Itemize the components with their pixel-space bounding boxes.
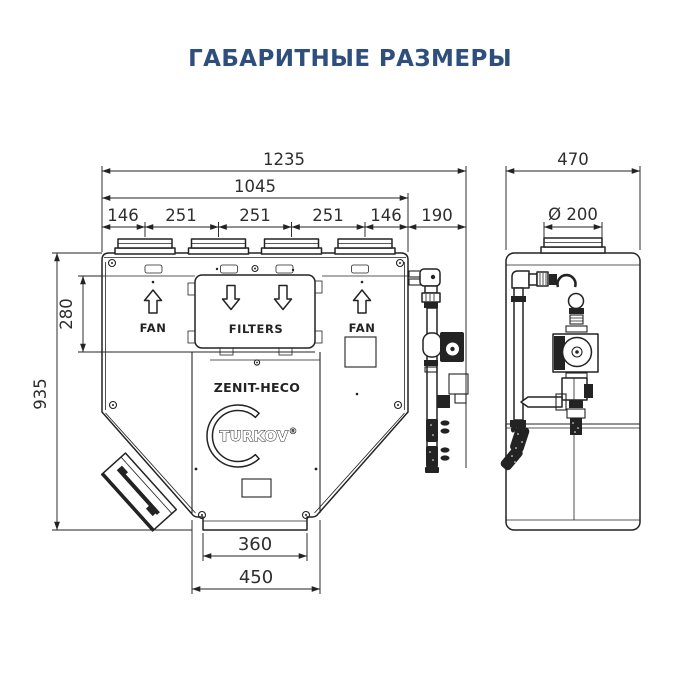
dim-duct-spacings: 146 251 251 251 146 190 xyxy=(102,206,466,230)
front-dimensions: 1235 1045 146 251 251 xyxy=(31,150,467,594)
dim-depth: 470 xyxy=(506,150,640,174)
svg-text:251: 251 xyxy=(312,206,344,225)
screws xyxy=(107,258,405,520)
down-arrow-icon xyxy=(221,284,241,311)
dim-piping-width: 190 xyxy=(421,206,453,225)
svg-text:450: 450 xyxy=(239,567,273,588)
brand-label: TURKOV xyxy=(220,429,289,445)
svg-text:Ø 200: Ø 200 xyxy=(548,205,598,224)
side-duct-flange xyxy=(540,237,606,254)
front-cabinet-outline xyxy=(101,252,409,531)
dim-body-width: 1045 xyxy=(102,177,408,201)
svg-text:251: 251 xyxy=(165,206,197,225)
svg-text:251: 251 xyxy=(239,206,271,225)
dim-total-width: 1235 xyxy=(102,150,466,174)
svg-text:146: 146 xyxy=(370,206,402,225)
filters-label: FILTERS xyxy=(229,322,284,336)
nameplate xyxy=(241,478,272,498)
svg-text:280: 280 xyxy=(57,298,76,330)
up-arrow-icon xyxy=(352,289,372,314)
dim-duct-diameter: Ø 200 xyxy=(544,205,602,230)
page-title: ГАБАРИТНЫЕ РАЗМЕРЫ xyxy=(188,46,512,72)
fan-left-label: FAN xyxy=(140,321,167,335)
logo-c-arc xyxy=(206,404,260,468)
svg-text:470: 470 xyxy=(557,150,589,169)
electrical-box xyxy=(344,336,377,368)
dim-total-height: 935 xyxy=(31,253,60,530)
hydraulic-assembly-front xyxy=(408,268,469,473)
front-view: FAN FAN FILTERS xyxy=(31,150,469,594)
svg-text:935: 935 xyxy=(31,378,50,410)
svg-text:146: 146 xyxy=(107,206,139,225)
dim-outlet-flange-width: 450 xyxy=(192,567,320,592)
turkov-logo: TURKOV ® xyxy=(206,404,298,468)
front-top-slots xyxy=(144,264,369,274)
front-duct-flanges xyxy=(114,238,396,255)
fan-right-label: FAN xyxy=(349,321,376,335)
down-arrow-icon xyxy=(273,284,293,311)
drain-spout xyxy=(100,452,178,532)
svg-text:1045: 1045 xyxy=(234,177,276,196)
svg-text:1235: 1235 xyxy=(263,150,305,169)
svg-text:360: 360 xyxy=(238,534,272,555)
hydraulic-assembly-side xyxy=(500,270,599,471)
model-label: ZENIT-HECO xyxy=(214,380,300,395)
dim-panel-height: 280 xyxy=(57,276,86,352)
fan-right-section: FAN xyxy=(349,289,376,335)
filters-section: FILTERS xyxy=(187,274,323,356)
fan-left-section: FAN xyxy=(140,289,167,335)
registered-mark: ® xyxy=(289,427,298,437)
front-cabinet-inner-lines xyxy=(102,257,408,522)
side-view: 470 Ø 200 xyxy=(500,150,641,531)
side-dimensions: 470 Ø 200 xyxy=(505,150,641,250)
dim-outlet-width: 360 xyxy=(203,534,307,559)
up-arrow-icon xyxy=(143,289,163,314)
